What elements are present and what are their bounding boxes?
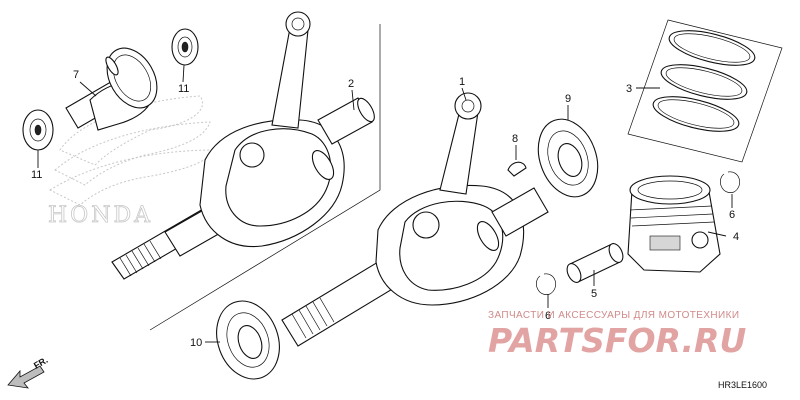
callout-crank-bearing-right: 9: [565, 93, 571, 105]
front-direction-label: FR.: [32, 355, 50, 371]
watermark-logo: PARTSFOR.RU: [488, 321, 746, 360]
balancer-bearing-left-illustration: [22, 109, 54, 151]
honda-wing-watermark: HONDA: [48, 95, 216, 228]
crankshaft-set-illustration: [111, 11, 375, 280]
callout-piston-ring-set: 3: [626, 83, 632, 95]
diagram-code: HR3LE1600: [718, 380, 767, 390]
leader-lines: [37, 64, 733, 343]
brand-watermark-text: HONDA: [48, 203, 153, 228]
callout-pin-clip-left: 6: [545, 310, 551, 322]
balancer-shaft-illustration: [65, 47, 158, 131]
front-arrow-icon: [7, 365, 45, 389]
balancer-bearing-top-illustration: [171, 28, 199, 66]
piston-rings-illustration: [652, 30, 756, 132]
pin-clip-right-illustration: [720, 171, 741, 193]
piston-pin-illustration: [566, 243, 624, 283]
assembly-frame: [149, 24, 381, 331]
callout-piston: 4: [733, 231, 739, 243]
callout-labels: 1 2 3 4 5 6 6 7 8 9 10 11 11: [31, 69, 739, 349]
crank-bearing-left-illustration: [216, 300, 280, 380]
piston-illustration: [627, 175, 721, 273]
callout-woodruff-key: 8: [512, 133, 518, 145]
callout-balancer-bearing-left: 11: [31, 169, 42, 181]
callout-crank-bearing-left: 10: [190, 337, 202, 349]
callout-pin-clip-right: 6: [729, 209, 735, 221]
callout-piston-pin: 5: [591, 288, 597, 300]
crankshaft-assembly-illustration: [281, 92, 549, 347]
callout-balancer-shaft: 7: [73, 69, 79, 81]
watermark-tagline: ЗАПЧАСТИ И АКСЕССУАРЫ ДЛЯ МОТОТЕХНИКИ: [488, 310, 739, 321]
ring-set-frame: [627, 19, 783, 163]
callout-balancer-bearing-top: 11: [178, 83, 189, 95]
pin-clip-left-illustration: [536, 273, 557, 295]
site-watermark: ЗАПЧАСТИ И АКСЕССУАРЫ ДЛЯ МОТОТЕХНИКИ PA…: [488, 310, 746, 360]
woodruff-key-illustration: [507, 161, 527, 177]
callout-crankshaft-set: 2: [348, 78, 354, 90]
callout-crankshaft-assembly: 1: [459, 76, 465, 88]
crank-bearing-right-illustration: [537, 118, 599, 198]
front-direction-arrow: FR.: [7, 355, 50, 389]
